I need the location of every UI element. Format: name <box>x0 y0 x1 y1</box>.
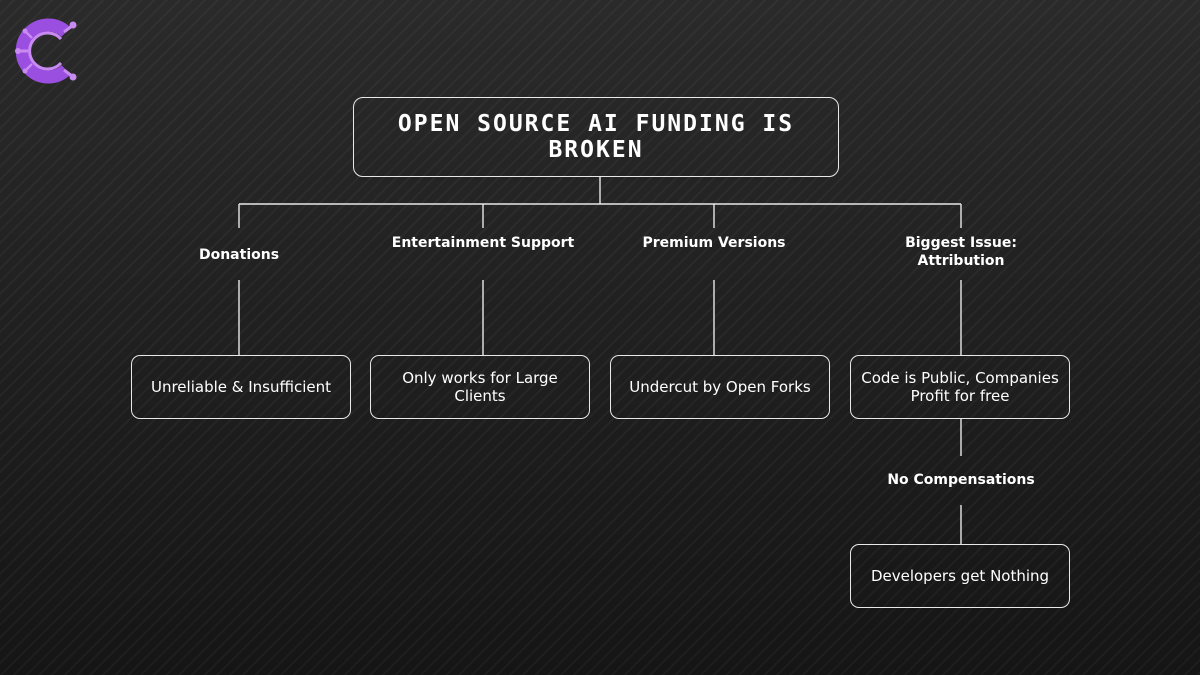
branch-label-premium: Premium Versions <box>642 235 786 251</box>
result-text: Undercut by Open Forks <box>629 378 811 396</box>
result-box-premium: Undercut by Open Forks <box>610 355 830 419</box>
result-text: Developers get Nothing <box>870 567 1050 585</box>
branch-label-donations: Donations <box>198 247 280 263</box>
result-text: Code is Public, Companies Profit for fre… <box>861 369 1059 405</box>
result-box-donations: Unreliable & Insufficient <box>131 355 351 419</box>
diagram-title: Open Source AI Funding is Broken <box>397 111 795 163</box>
branch-label-attribution: Biggest Issue: Attribution <box>905 235 1017 269</box>
result-box-attribution: Code is Public, Companies Profit for fre… <box>850 355 1070 419</box>
followup-label: No Compensations <box>887 472 1035 488</box>
result-text: Only works for Large Clients <box>402 369 558 405</box>
brand-logo <box>14 18 80 84</box>
branch-label-entertainment: Entertainment Support <box>391 235 575 251</box>
title-box: Open Source AI Funding is Broken <box>353 97 839 177</box>
circuit-c-logo-icon <box>15 18 77 84</box>
result-box-entertainment: Only works for Large Clients <box>370 355 590 419</box>
result-text: Unreliable & Insufficient <box>150 378 331 396</box>
followup-result-box: Developers get Nothing <box>850 544 1070 608</box>
